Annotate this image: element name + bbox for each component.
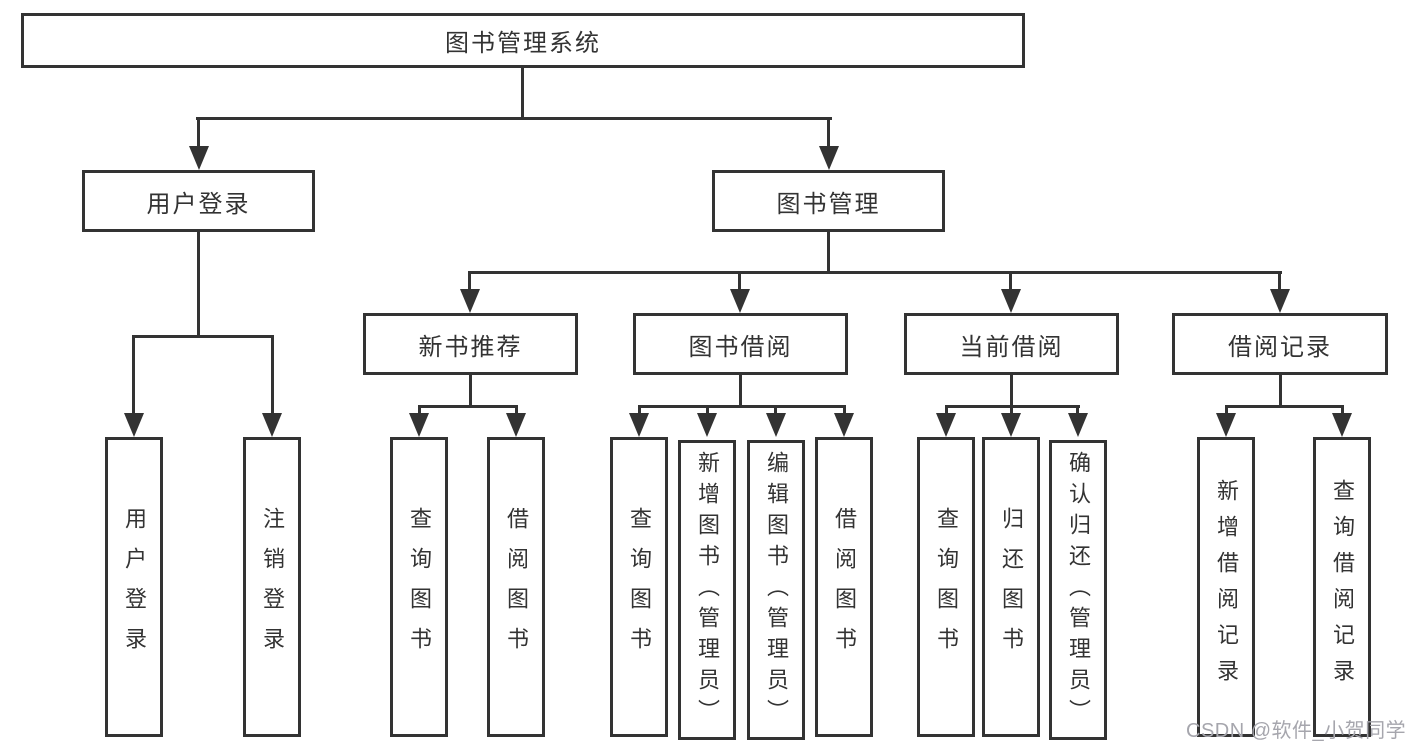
connector-line (133, 335, 274, 338)
arrow-down-icon (1216, 413, 1236, 437)
connector-line (1009, 271, 1012, 289)
node-user-login: 用户登录 (82, 170, 315, 232)
leaf-user-login-label: 用户登录 (122, 507, 147, 667)
leaf-confirm-return-admin-label: 确认归还（管理员） (1066, 450, 1091, 730)
leaf-user-login: 用户登录 (105, 437, 163, 737)
arrow-down-icon (730, 289, 750, 313)
leaf-query-borrow-record-label: 查询借阅记录 (1330, 479, 1355, 695)
leaf-edit-book-admin-label: 编辑图书（管理员） (764, 450, 789, 730)
connector-line (468, 271, 471, 289)
arrow-down-icon (189, 146, 209, 170)
leaf-newbook-query-books: 查询图书 (390, 437, 448, 737)
arrow-down-icon (629, 413, 649, 437)
connector-line (774, 405, 777, 415)
leaf-current-query-books-label: 查询图书 (934, 507, 959, 667)
leaf-add-book-admin: 新增图书（管理员） (678, 440, 736, 740)
leaf-add-borrow-record: 新增借阅记录 (1197, 437, 1255, 737)
leaf-borrowing-borrow-books-label: 借阅图书 (832, 507, 857, 667)
arrow-down-icon (936, 413, 956, 437)
connector-line (843, 405, 846, 415)
arrow-down-icon (834, 413, 854, 437)
connector-line (827, 117, 830, 147)
connector-line (515, 405, 518, 415)
leaf-add-book-admin-label: 新增图书（管理员） (695, 450, 720, 730)
node-root: 图书管理系统 (21, 13, 1025, 68)
arrow-down-icon (1068, 413, 1088, 437)
arrow-down-icon (1001, 289, 1021, 313)
connector-line (1341, 405, 1344, 415)
connector-line (132, 335, 135, 413)
arrow-down-icon (409, 413, 429, 437)
leaf-query-borrow-record: 查询借阅记录 (1313, 437, 1371, 737)
arrow-down-icon (766, 413, 786, 437)
connector-line (945, 405, 948, 415)
node-borrowing-records-label: 借阅记录 (1228, 333, 1332, 361)
connector-line (1010, 405, 1013, 415)
leaf-return-books: 归还图书 (982, 437, 1040, 737)
connector-line (1225, 405, 1343, 408)
leaf-newbook-borrow-books-label: 借阅图书 (504, 507, 529, 667)
leaf-newbook-query-books-label: 查询图书 (407, 507, 432, 667)
connector-line (827, 232, 830, 273)
leaf-return-books-label: 归还图书 (999, 507, 1024, 667)
leaf-confirm-return-admin: 确认归还（管理员） (1049, 440, 1107, 740)
connector-line (1279, 375, 1282, 407)
node-root-label: 图书管理系统 (445, 30, 601, 57)
node-book-management: 图书管理 (712, 170, 945, 232)
leaf-edit-book-admin: 编辑图书（管理员） (747, 440, 805, 740)
leaf-newbook-borrow-books: 借阅图书 (487, 437, 545, 737)
connector-line (1010, 375, 1013, 407)
connector-line (197, 232, 200, 337)
connector-line (469, 271, 1282, 274)
node-book-borrowing-label: 图书借阅 (688, 333, 793, 361)
connector-line (738, 271, 741, 289)
connector-line (638, 405, 846, 408)
node-new-book-recommendation-label: 新书推荐 (418, 333, 523, 361)
arrow-down-icon (697, 413, 717, 437)
connector-line (271, 335, 274, 413)
node-book-management-label: 图书管理 (776, 190, 881, 218)
arrow-down-icon (124, 413, 144, 437)
node-user-login-label: 用户登录 (146, 190, 251, 218)
node-current-borrowing-label: 当前借阅 (959, 333, 1064, 361)
leaf-borrowing-query-books: 查询图书 (610, 437, 668, 737)
node-borrowing-records: 借阅记录 (1172, 313, 1388, 375)
arrow-down-icon (506, 413, 526, 437)
connector-line (638, 405, 641, 415)
connector-line (1076, 405, 1079, 415)
connector-line (739, 375, 742, 407)
arrow-down-icon (1270, 289, 1290, 313)
connector-line (706, 405, 709, 415)
arrow-down-icon (262, 413, 282, 437)
connector-line (418, 405, 518, 408)
leaf-add-borrow-record-label: 新增借阅记录 (1214, 479, 1239, 695)
connector-line (418, 405, 421, 415)
leaf-borrowing-query-books-label: 查询图书 (627, 507, 652, 667)
node-new-book-recommendation: 新书推荐 (363, 313, 578, 375)
connector-line (196, 117, 832, 120)
connector-line (521, 68, 524, 118)
node-current-borrowing: 当前借阅 (904, 313, 1119, 375)
arrow-down-icon (819, 146, 839, 170)
arrow-down-icon (460, 289, 480, 313)
csdn-watermark: CSDN @软件_小贺同学 (1186, 720, 1405, 742)
node-book-borrowing: 图书借阅 (633, 313, 848, 375)
connector-line (1278, 271, 1281, 289)
leaf-current-query-books: 查询图书 (917, 437, 975, 737)
leaf-logout: 注销登录 (243, 437, 301, 737)
leaf-borrowing-borrow-books: 借阅图书 (815, 437, 873, 737)
leaf-logout-label: 注销登录 (260, 507, 285, 667)
connector-line (469, 375, 472, 407)
arrow-down-icon (1332, 413, 1352, 437)
arrow-down-icon (1001, 413, 1021, 437)
connector-line (197, 117, 200, 147)
connector-line (1225, 405, 1228, 415)
